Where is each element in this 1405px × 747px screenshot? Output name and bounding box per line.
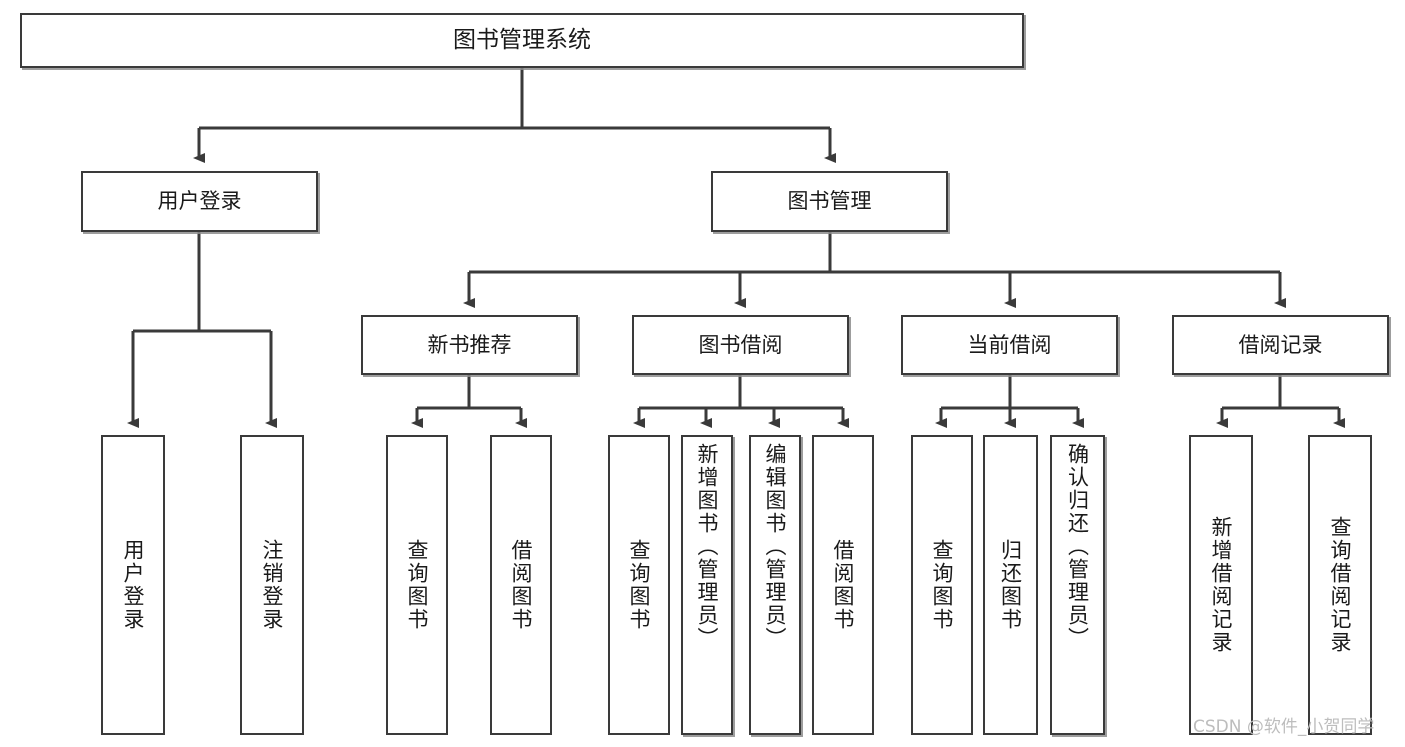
- leaf-new-book-query-book[interactable]: 查询图书: [386, 435, 448, 735]
- node-label: 借阅图书: [509, 539, 534, 631]
- node-current-borrow[interactable]: 当前借阅: [901, 315, 1118, 375]
- leaf-borrow-record-add-record[interactable]: 新增借阅记录: [1189, 435, 1253, 735]
- node-label: 借阅记录: [1238, 332, 1323, 357]
- node-label: 当前借阅: [967, 332, 1052, 357]
- node-label: 查询图书: [405, 539, 430, 631]
- node-label: 新书推荐: [427, 332, 512, 357]
- leaf-borrow-record-query-record[interactable]: 查询借阅记录: [1308, 435, 1372, 735]
- leaf-book-borrow-edit-book-admin[interactable]: 编辑图书（管理员）: [749, 435, 801, 735]
- node-label: 借阅图书: [831, 539, 856, 631]
- node-label: 归还图书: [998, 539, 1023, 631]
- node-label: 确认归还（管理员）: [1065, 443, 1090, 650]
- node-label: 新增图书（管理员）: [695, 443, 720, 650]
- node-root-book-management-system[interactable]: 图书管理系统: [20, 13, 1024, 68]
- node-label: 编辑图书（管理员）: [763, 443, 788, 650]
- leaf-current-borrow-confirm-return-admin[interactable]: 确认归还（管理员）: [1050, 435, 1105, 735]
- node-label: 查询借阅记录: [1328, 516, 1353, 654]
- node-book-management[interactable]: 图书管理: [711, 171, 948, 232]
- node-label: 图书借阅: [698, 332, 783, 357]
- node-label: 用户登录: [121, 539, 146, 631]
- node-borrow-record[interactable]: 借阅记录: [1172, 315, 1389, 375]
- node-label: 查询图书: [930, 539, 955, 631]
- node-label: 图书管理: [787, 189, 872, 214]
- node-label: 图书管理系统: [453, 26, 591, 53]
- csdn-watermark: CSDN @软件_小贺同学: [1193, 717, 1375, 737]
- node-label: 新增借阅记录: [1209, 516, 1234, 654]
- leaf-user-login-login[interactable]: 用户登录: [101, 435, 165, 735]
- node-label: 查询图书: [627, 539, 652, 631]
- node-new-book-recommend[interactable]: 新书推荐: [361, 315, 578, 375]
- leaf-current-borrow-return-book[interactable]: 归还图书: [983, 435, 1038, 735]
- leaf-book-borrow-borrow-book[interactable]: 借阅图书: [812, 435, 874, 735]
- leaf-current-borrow-query-book[interactable]: 查询图书: [911, 435, 973, 735]
- leaf-book-borrow-add-book-admin[interactable]: 新增图书（管理员）: [681, 435, 733, 735]
- node-user-login[interactable]: 用户登录: [81, 171, 318, 232]
- node-label: 注销登录: [260, 539, 285, 631]
- node-book-borrow[interactable]: 图书借阅: [632, 315, 849, 375]
- node-label: 用户登录: [157, 189, 242, 214]
- leaf-user-login-logout[interactable]: 注销登录: [240, 435, 304, 735]
- leaf-book-borrow-query-book[interactable]: 查询图书: [608, 435, 670, 735]
- leaf-new-book-borrow-book[interactable]: 借阅图书: [490, 435, 552, 735]
